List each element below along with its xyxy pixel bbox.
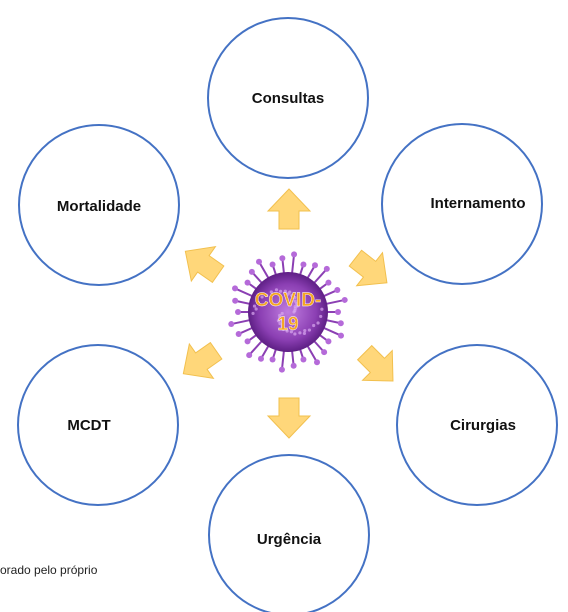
virus-spike-tip [290,362,297,369]
virus-texture-dot [286,292,290,296]
virus-texture-dot [251,311,255,316]
virus-icon [228,251,348,373]
virus-texture-dot [274,288,279,292]
node-label-consultas: Consultas [252,90,325,107]
virus-spike-tip [335,309,341,315]
virus-spike-tip [337,332,344,339]
virus-spike-tip [314,359,320,366]
center-label-line2: 19 [277,314,298,335]
node-cirurgias: Cirurgias [396,344,558,506]
virus-body [248,272,328,352]
arrow-up [266,188,312,230]
virus-spike-tip [235,309,241,315]
node-mcdt: MCDT [17,344,179,506]
node-circle [18,124,180,286]
virus-texture-dot [302,331,307,336]
virus-texture-dot [278,318,283,322]
arrow-lower-right [356,344,394,382]
node-label-cirurgias: Cirurgias [450,417,516,434]
node-mortalidade: Mortalidade [18,124,180,286]
virus-texture-dot [293,299,297,303]
figure-caption: orado pelo próprio [0,563,98,577]
node-label-urgencia: Urgência [257,531,322,548]
virus-spike-tip [232,285,239,292]
virus-spike-tip [325,279,332,286]
virus-texture-dot [290,293,294,298]
virus-spike-tip [334,287,341,294]
virus-spike-tip [321,349,328,356]
virus-texture-dot [293,304,297,309]
node-circle [17,344,179,506]
node-consultas: Consultas [207,17,369,179]
virus-texture-dot [293,332,297,336]
virus-texture-dot [316,321,320,325]
arrow-upper-right [348,249,388,287]
virus-texture-dot [285,329,289,333]
virus-spike-tip [278,366,285,373]
virus-texture-dot [252,304,257,308]
virus-texture-dot [278,313,282,318]
node-circle [208,454,370,612]
node-label-mortalidade: Mortalidade [57,198,141,215]
virus-texture-dot [283,289,287,293]
virus-spike-tip [325,338,332,345]
arrows-group [182,188,394,439]
virus-spike-tip [323,265,330,272]
node-urgencia: Urgência [208,454,370,612]
arrow-upper-left [184,245,225,284]
virus-spike-tip [246,352,253,359]
virus-texture-dot [254,307,258,311]
node-circle [207,17,369,179]
node-circle [396,344,558,506]
node-label-internamento: Internamento [430,195,525,212]
virus-texture-dot [269,290,273,294]
virus-texture-dot [260,295,264,299]
virus-spike-tip [291,251,298,258]
virus-texture-dot [278,321,282,326]
arrow-lower-left [182,341,223,380]
virus-texture-dot [280,311,284,316]
virus-spike-tip [300,261,307,268]
virus-texture-dot [312,323,316,328]
node-label-mcdt: MCDT [67,417,110,434]
virus-spike-tip [337,320,344,327]
virus-texture-dot [280,324,284,328]
virus-spike-tip [235,330,242,337]
virus-texture-dot [256,300,261,305]
virus-texture-dot [319,314,323,319]
virus-texture-dot [278,289,283,293]
virus-texture-dot [298,331,302,335]
virus-texture-dot [293,295,297,300]
virus-spike-tip [300,356,307,363]
virus-texture-dot [281,327,285,331]
virus-texture-dot [307,328,311,332]
virus-spike-tip [269,261,276,268]
center-label-line1: COVID- [255,290,322,311]
virus-texture-dot [303,328,307,333]
virus-texture-dot [265,293,269,298]
virus-spike-tip [228,321,235,328]
virus-spike-tip [232,297,239,304]
node-circle [381,123,543,285]
virus-spike-tip [244,338,251,345]
virus-spike-tip [258,355,264,362]
arrow-down [266,397,312,439]
virus-spike-tip [279,255,286,262]
virus-spike-tip [244,279,251,286]
virus-spike-tip [341,296,348,303]
virus-texture-dot [289,330,293,334]
virus-spike-tip [269,356,276,363]
virus-spike-tip [256,258,262,265]
virus-spike-tip [312,262,318,269]
virus-texture-dot [320,307,324,311]
virus-spike-tip [248,268,255,275]
virus-texture-dot [294,301,299,306]
node-internamento: Internamento [381,123,543,285]
